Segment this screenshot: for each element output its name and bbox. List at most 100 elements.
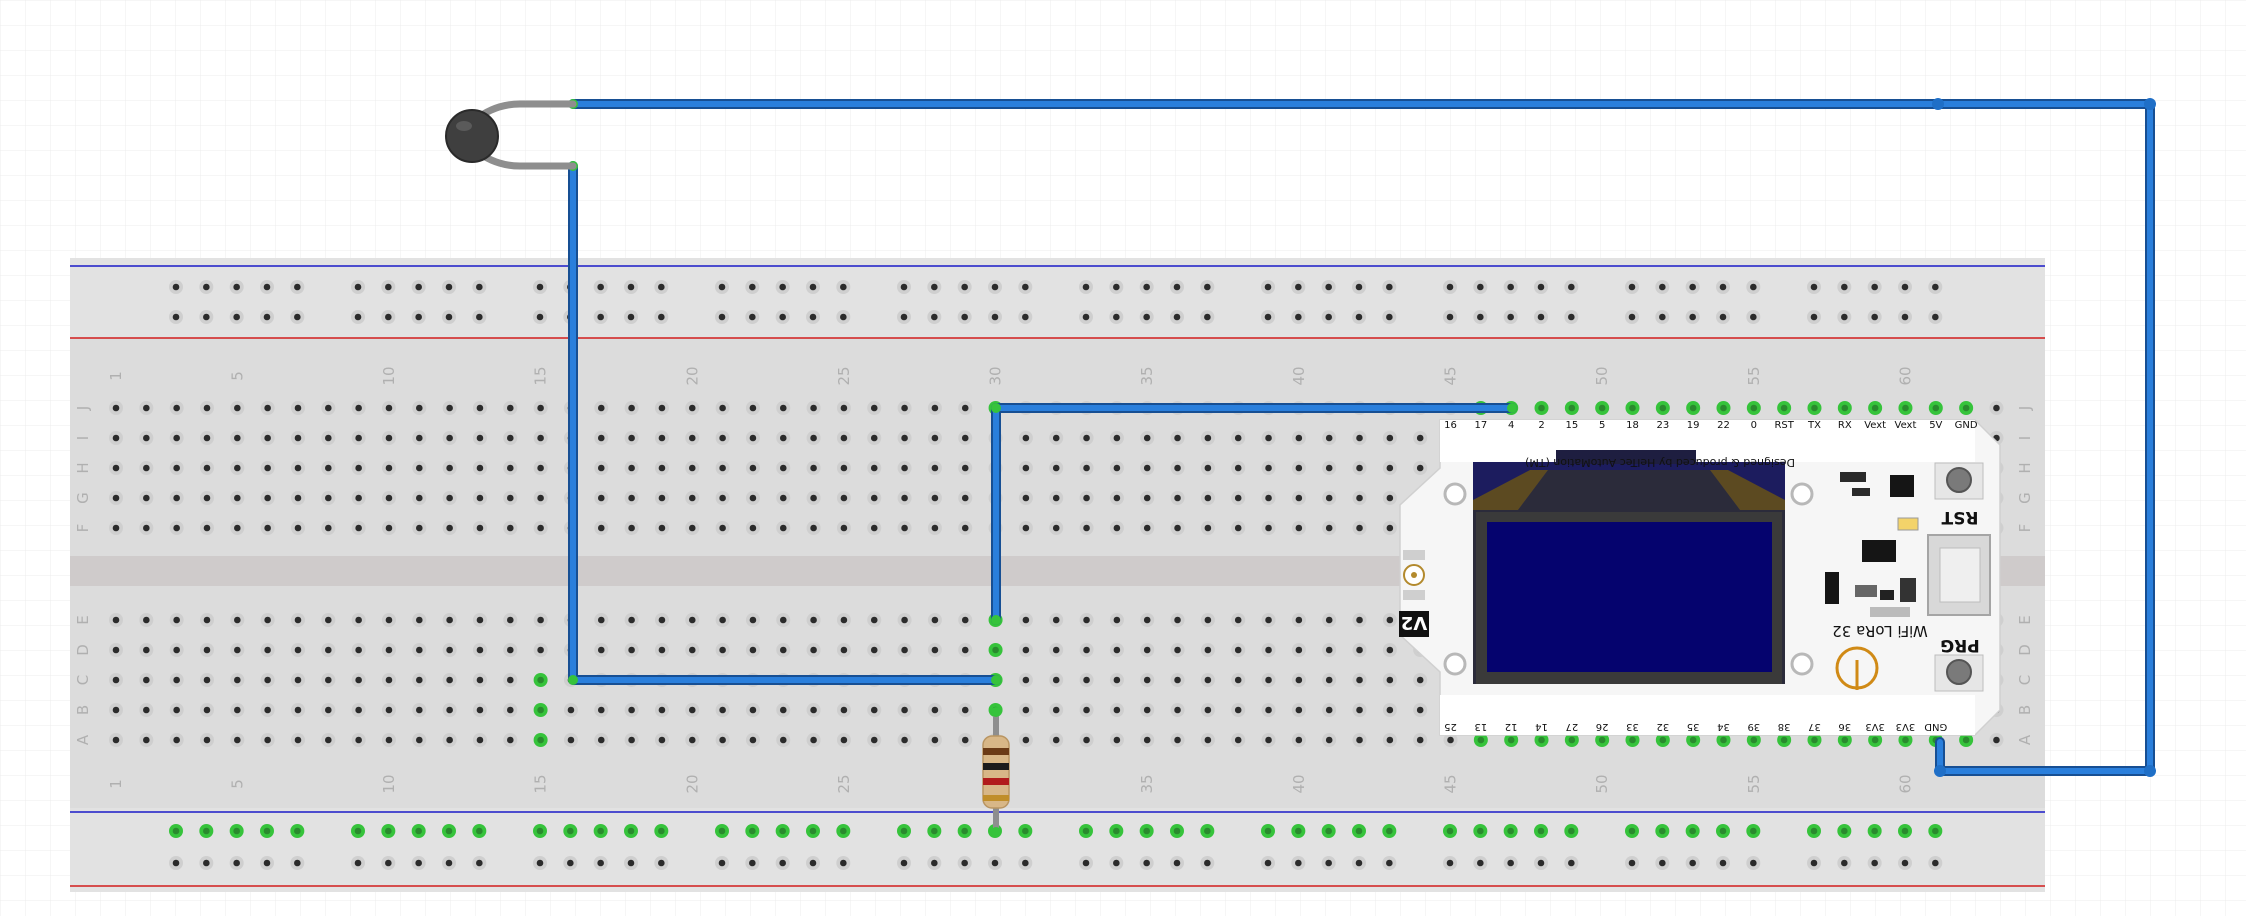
breadboard-hole xyxy=(143,494,150,502)
rail-hole xyxy=(627,313,635,321)
breadboard-hole xyxy=(840,706,848,714)
board-header-top xyxy=(1440,420,1975,462)
breadboard-hole xyxy=(1568,404,1576,412)
breadboard-top-rail-strip xyxy=(70,258,2045,338)
antenna-connector-core xyxy=(1411,572,1417,578)
rst-button[interactable] xyxy=(1946,467,1972,493)
rail-hole xyxy=(203,313,210,321)
breadboard-holes xyxy=(109,401,2004,747)
rail-hole xyxy=(809,313,817,321)
rail-hole xyxy=(354,827,362,835)
breadboard-hole xyxy=(810,524,817,532)
breadboard-hole xyxy=(1174,524,1181,532)
breadboard-hole xyxy=(325,434,332,442)
mount-hole-top-left xyxy=(1443,482,1467,506)
breadboard-hole xyxy=(294,616,302,624)
board-pin-label: 3V3 xyxy=(1865,721,1885,732)
breadboard-hole xyxy=(264,676,271,684)
rail-hole xyxy=(961,827,968,835)
rail-hole xyxy=(1477,827,1484,835)
rail-hole xyxy=(476,313,483,321)
breadboard-hole xyxy=(1022,616,1030,624)
rail-hole xyxy=(1568,859,1575,867)
column-number: 10 xyxy=(380,366,398,385)
breadboard-hole xyxy=(719,494,726,502)
board-pin-label: 32 xyxy=(1656,721,1669,732)
version-label: V2 xyxy=(1401,612,1427,633)
rail-hole xyxy=(1386,283,1393,291)
breadboard-hole xyxy=(1538,404,1545,412)
breadboard-hole xyxy=(870,464,878,472)
resistor[interactable] xyxy=(982,707,1010,837)
wire-end xyxy=(991,403,1001,413)
breadboard-hole xyxy=(1234,706,1242,714)
breadboard-hole xyxy=(476,646,484,654)
heltec-wifi-lora32-board[interactable]: V2 RST PRG WiF xyxy=(1399,419,2001,736)
breadboard-hole xyxy=(173,616,180,624)
breadboard-hole xyxy=(1265,494,1272,502)
rail-hole xyxy=(1295,859,1302,867)
breadboard-hole xyxy=(1113,434,1121,442)
rail-hole xyxy=(445,313,453,321)
row-letter: G xyxy=(2016,492,2034,504)
breadboard-hole xyxy=(719,736,726,744)
breadboard-hole xyxy=(1204,434,1212,442)
breadboard-hole xyxy=(446,646,453,654)
breadboard-hole xyxy=(719,616,726,624)
board-pin-label: 19 xyxy=(1687,420,1700,431)
oled-ribbon-gold-left xyxy=(1473,470,1548,510)
breadboard-hole xyxy=(1659,736,1667,744)
mount-hole-bottom-left xyxy=(1443,652,1467,676)
breadboard-hole xyxy=(1386,464,1394,472)
breadboard-hole xyxy=(234,736,241,744)
rail-hole xyxy=(840,313,847,321)
rail-hole xyxy=(1689,859,1696,867)
breadboard-hole xyxy=(476,434,484,442)
oled-tab xyxy=(1556,450,1696,464)
board-pin-label: 2 xyxy=(1538,420,1544,431)
breadboard-hole xyxy=(1083,464,1090,472)
board-pin-label: 22 xyxy=(1717,420,1730,431)
breadboard-hole xyxy=(658,464,666,472)
breadboard-hole xyxy=(1295,434,1303,442)
rail-hole xyxy=(1537,827,1545,835)
rail-hole xyxy=(536,283,544,291)
breadboard-hole xyxy=(810,646,817,654)
breadboard-hole xyxy=(1265,524,1272,532)
rail-hole xyxy=(658,859,665,867)
breadboard-hole xyxy=(1356,524,1363,532)
board-pin-label: 26 xyxy=(1596,721,1609,732)
thermistor-highlight xyxy=(456,121,472,131)
rail-hole xyxy=(354,313,362,321)
breadboard-hole xyxy=(1356,676,1363,684)
thermistor[interactable] xyxy=(445,100,577,170)
breadboard-hole xyxy=(1416,434,1424,442)
breadboard-hole xyxy=(143,616,150,624)
rail-hole xyxy=(1204,313,1211,321)
breadboard-hole xyxy=(1386,736,1394,744)
row-letter: A xyxy=(2016,734,2034,745)
breadboard-hole xyxy=(810,616,817,624)
rail-hole xyxy=(294,313,301,321)
breadboard-hole xyxy=(325,494,332,502)
breadboard-hole xyxy=(1204,706,1212,714)
rail-hole xyxy=(1628,827,1636,835)
breadboard-hole xyxy=(597,434,605,442)
rail-hole xyxy=(718,859,726,867)
wire-bendpoint xyxy=(2144,765,2156,777)
breadboard-hole xyxy=(1386,434,1394,442)
rail-hole xyxy=(1901,283,1909,291)
breadboard-hole xyxy=(112,524,120,532)
breadboard-hole xyxy=(385,646,393,654)
row-letter: C xyxy=(2016,675,2034,685)
breadboard-hole xyxy=(688,404,696,412)
oled-display xyxy=(1487,522,1772,672)
breadboard-hole xyxy=(1265,646,1272,654)
breadboard-hole xyxy=(931,404,939,412)
breadboard-hole xyxy=(264,706,271,714)
rail-hole xyxy=(203,827,210,835)
prg-button[interactable] xyxy=(1946,659,1972,685)
board-pin-label: GND xyxy=(1924,721,1947,732)
breadboard-hole xyxy=(1234,646,1242,654)
breadboard-hole xyxy=(234,434,241,442)
